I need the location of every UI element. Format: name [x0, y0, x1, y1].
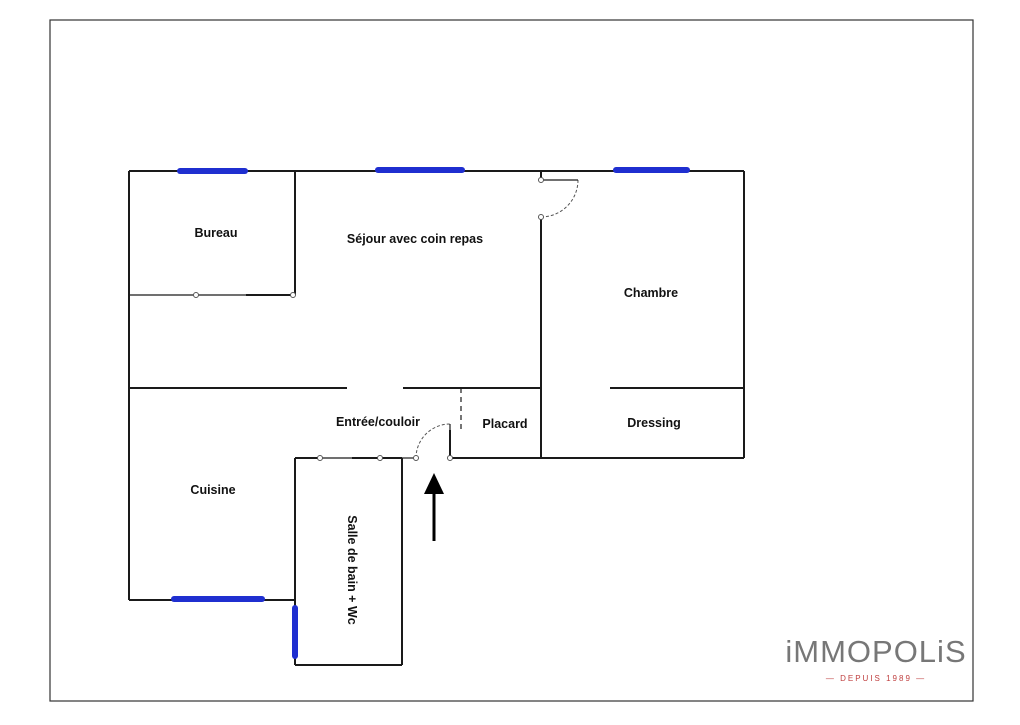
room-label-sejour: Séjour avec coin repas — [347, 232, 483, 246]
room-label-bureau: Bureau — [194, 226, 237, 240]
arrow-up-icon — [424, 473, 444, 541]
plan-frame — [49, 19, 974, 702]
interior-walls — [129, 171, 744, 459]
logo-name: iMMOPOLiS — [785, 634, 966, 669]
doors — [193, 177, 579, 461]
room-label-cuisine: Cuisine — [190, 483, 235, 497]
room-label-entree: Entrée/couloir — [336, 415, 420, 429]
immopolis-logo: iMMOPOLiS — DEPUIS 1989 — — [785, 634, 966, 683]
room-label-chambre: Chambre — [624, 286, 678, 300]
door-entree — [415, 423, 451, 459]
room-label-dressing: Dressing — [627, 416, 681, 430]
room-label-placard: Placard — [482, 417, 527, 431]
room-label-salle-de-bain: Salle de bain + Wc — [345, 515, 359, 624]
logo-tagline: — DEPUIS 1989 — — [826, 674, 926, 683]
door-chambre — [540, 179, 579, 218]
windows — [171, 167, 690, 659]
